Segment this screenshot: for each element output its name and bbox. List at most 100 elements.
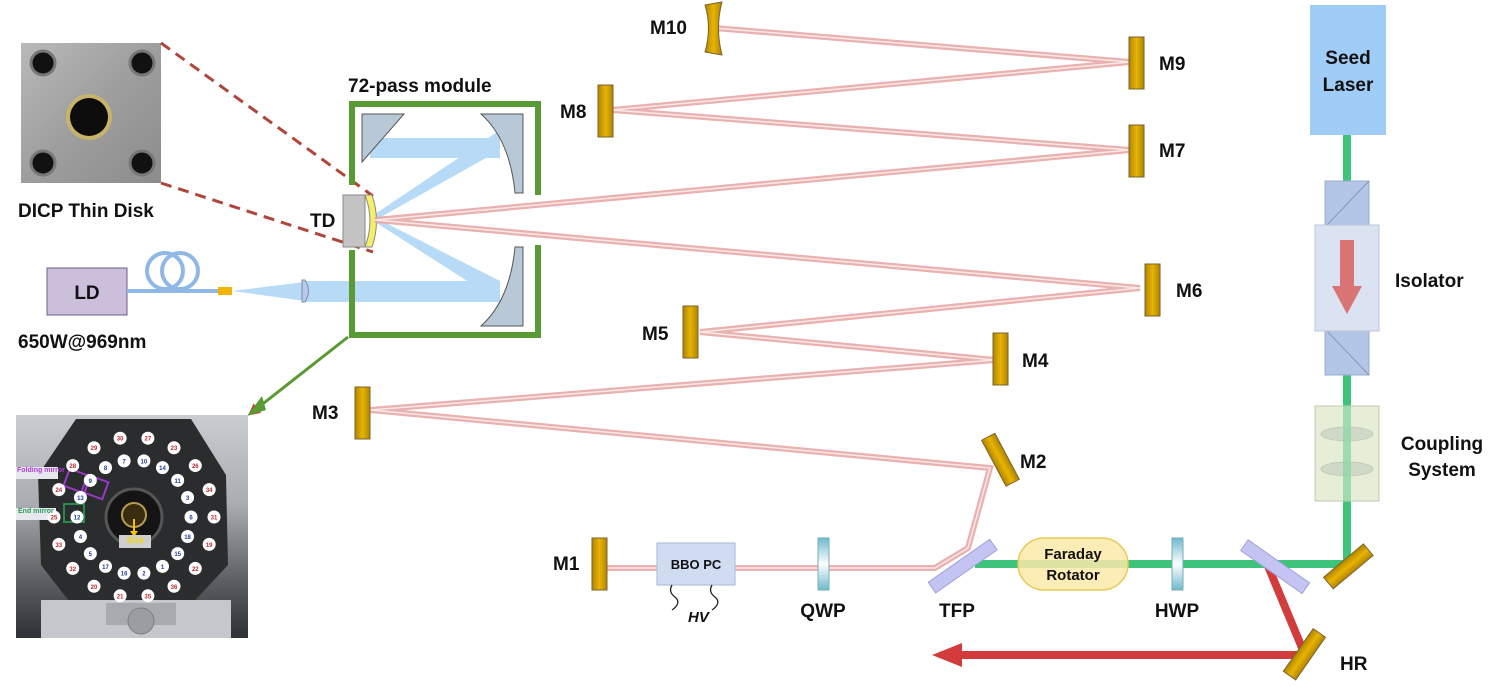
- mirror-position-number: 29: [91, 446, 98, 452]
- quarter-wave-plate: [817, 537, 830, 591]
- mirror-position-number: 30: [117, 437, 124, 443]
- mirror-position-dot: [117, 454, 131, 468]
- thin-disk-caption: DICP Thin Disk: [18, 201, 154, 222]
- mirror-position-number: 23: [171, 446, 178, 452]
- mirror-position-dot: [99, 461, 112, 475]
- mirror-position-dot: [207, 510, 221, 524]
- coupling-label-line1: Coupling: [1401, 434, 1483, 455]
- mirror-position-number: 9: [89, 479, 93, 485]
- mirror-position-number: 18: [184, 535, 191, 541]
- mirror-position-dot: [141, 431, 155, 445]
- coupling-label-line2: System: [1408, 460, 1476, 481]
- mirror-position-number: 21: [117, 594, 124, 600]
- module-title: 72-pass module: [348, 76, 492, 97]
- mirror-position-dot: [137, 566, 151, 580]
- bbo-pc-label: BBO PC: [671, 557, 722, 572]
- mirror-position-dot: [113, 431, 127, 445]
- mirror-position-number: 36: [171, 585, 178, 591]
- mirror-position-dot: [47, 510, 61, 524]
- m1-label: M1: [553, 554, 580, 575]
- mirror-position-number: 6: [189, 516, 193, 522]
- m9-label: M9: [1159, 54, 1185, 75]
- thin-disk-td: [342, 194, 377, 248]
- thin-disk-photo: [21, 43, 161, 183]
- mirror-m1: [591, 537, 608, 591]
- hv-wire-right: [709, 584, 719, 611]
- ld-label: LD: [74, 283, 99, 304]
- mirror-position-dot: [188, 561, 202, 575]
- mirror-position-dot: [117, 566, 131, 580]
- thin-film-polarizer: [927, 538, 998, 594]
- mirror-m3: [354, 386, 371, 440]
- mirror-position-number: 2: [142, 572, 146, 578]
- mirror-m2: [980, 432, 1020, 487]
- end-mirror-label: End mirror: [18, 508, 54, 515]
- m7-label: M7: [1159, 141, 1185, 162]
- faraday-label-line2: Rotator: [1046, 567, 1099, 584]
- half-wave-plate: [1171, 537, 1184, 591]
- mirror-position-number: 20: [91, 585, 98, 591]
- mirror-position-number: 5: [89, 552, 93, 558]
- mirror-position-number: 13: [77, 496, 84, 502]
- hwp-label: HWP: [1155, 601, 1200, 622]
- mirror-position-dot: [184, 510, 198, 524]
- faraday-label-line1: Faraday: [1044, 546, 1102, 563]
- mirror-position-dot: [181, 491, 195, 505]
- m8-label: M8: [560, 102, 586, 123]
- m6-label: M6: [1176, 281, 1202, 302]
- mirror-position-number: 15: [174, 552, 181, 558]
- folding-mirror-label: Folding mirror: [17, 467, 65, 474]
- mirror-position-number: 11: [174, 479, 181, 485]
- mirror-m10: [704, 1, 723, 56]
- mirror-m8: [597, 84, 614, 138]
- mirror-position-number: 24: [55, 488, 62, 494]
- mirror-position-number: 3: [186, 496, 190, 502]
- mirror-position-dot: [66, 561, 80, 575]
- mirror-position-number: 17: [102, 565, 109, 571]
- mirror-position-dot: [156, 461, 169, 475]
- mirror-position-dot: [87, 441, 101, 455]
- disk-label: Disk: [127, 536, 144, 545]
- mirror-position-dot: [156, 559, 169, 573]
- mirror-m6: [1144, 263, 1161, 317]
- mirror-position-number: 31: [211, 516, 218, 522]
- hv-wire-left: [669, 584, 679, 611]
- mirror-position-number: 10: [141, 459, 148, 465]
- seed-beam: [975, 135, 1351, 568]
- mirror-position-dot: [83, 473, 97, 487]
- coupling-system: [1314, 405, 1380, 502]
- m4-label: M4: [1022, 351, 1049, 372]
- mirror-position-number: 1: [161, 565, 165, 571]
- mirror-position-number: 8: [104, 466, 108, 472]
- mirror-position-dot: [113, 589, 127, 603]
- mirror-m7: [1128, 124, 1145, 178]
- mirror-position-dot: [167, 441, 181, 455]
- isolator: [1314, 180, 1380, 376]
- hv-label: HV: [688, 609, 711, 626]
- mirror-position-number: 22: [192, 567, 199, 573]
- fiber-connector: [218, 287, 232, 295]
- mirror-position-dot: [99, 559, 112, 573]
- mirror-position-dot: [87, 579, 101, 593]
- mirror-position-dot: [181, 529, 195, 543]
- mirror-position-number: 34: [206, 488, 213, 494]
- mirror-position-dot: [141, 589, 155, 603]
- mirror-position-number: 35: [145, 594, 152, 600]
- m5-label: M5: [642, 324, 669, 345]
- module-pointer-arrow: [247, 335, 349, 416]
- mirror-m5: [682, 305, 699, 359]
- laser-diode-box: [46, 267, 128, 316]
- m3-label: M3: [312, 403, 338, 424]
- mirror-position-dot: [66, 459, 80, 473]
- output-polarizer: [1239, 539, 1311, 595]
- mirror-position-dot: [52, 537, 66, 551]
- zoom-callout-line-bottom: [160, 181, 374, 254]
- module-pointer-arrowhead: [247, 396, 266, 416]
- mirror-position-number: 26: [192, 464, 199, 470]
- mirror-position-number: 16: [121, 572, 128, 578]
- mirror-position-number: 19: [206, 543, 213, 549]
- mirror-position-dot: [70, 510, 84, 524]
